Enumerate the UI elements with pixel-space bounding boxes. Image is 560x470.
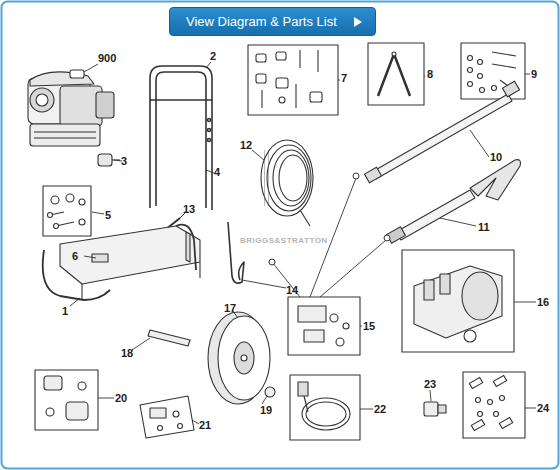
callout-number: 24 — [537, 402, 549, 414]
callout-number: 20 — [115, 392, 127, 404]
base-frame — [43, 225, 200, 300]
handle-frame — [150, 66, 212, 210]
callout-number: 5 — [105, 209, 111, 221]
callout-number: 11 — [478, 221, 490, 233]
o-ring — [384, 235, 390, 241]
leader-lines — [70, 62, 536, 424]
callout-number: 16 — [537, 296, 549, 308]
callout-number: 900 — [98, 52, 116, 64]
callout-number: 6 — [72, 250, 78, 262]
callout-number: 14 — [286, 284, 298, 296]
callout-number: 9 — [531, 68, 537, 80]
action-button: View Diagram & Parts List — [169, 7, 376, 36]
callout-number: 2 — [210, 50, 216, 62]
hose-hook — [228, 222, 244, 283]
wheel — [208, 312, 270, 404]
callout-number: 18 — [121, 347, 133, 359]
seal-kit — [288, 297, 360, 355]
hose-coil — [261, 140, 313, 226]
callout-number: 12 — [240, 139, 252, 151]
mount-kit — [248, 45, 338, 115]
bracket-kit — [140, 396, 194, 438]
foot-kit — [35, 370, 98, 430]
siphon-hose — [290, 375, 360, 440]
watermark: BRIGGS&STRATTON — [240, 236, 328, 245]
callout-number: 19 — [260, 404, 272, 416]
callout-number: 23 — [424, 378, 436, 390]
pump — [402, 250, 514, 352]
callout-number: 10 — [490, 151, 502, 163]
callout-number: 7 — [341, 72, 347, 84]
hardware-kit — [43, 186, 91, 236]
spray-gun — [387, 160, 521, 244]
callout-number: 21 — [199, 419, 211, 431]
nozzle-kit — [463, 372, 525, 438]
engine — [28, 70, 114, 146]
o-ring — [269, 259, 275, 265]
callout-number: 4 — [214, 166, 220, 178]
callout-number: 13 — [183, 203, 195, 215]
callout-number: 17 — [224, 302, 236, 314]
callout-number: 3 — [121, 155, 127, 167]
button-label: View Diagram & Parts List — [186, 14, 337, 29]
hose-tube — [368, 43, 424, 105]
o-ring — [353, 173, 359, 179]
arrow-icon — [351, 16, 365, 28]
inlet-fitting — [424, 402, 446, 416]
axle — [148, 330, 190, 346]
callout-number: 15 — [363, 320, 375, 332]
spray-lance — [364, 81, 519, 183]
callout-number: 1 — [62, 305, 68, 317]
bolt-kit — [461, 43, 525, 99]
callout-number: 22 — [374, 403, 386, 415]
hub-cap — [265, 387, 275, 397]
callout-number: 8 — [427, 68, 433, 80]
